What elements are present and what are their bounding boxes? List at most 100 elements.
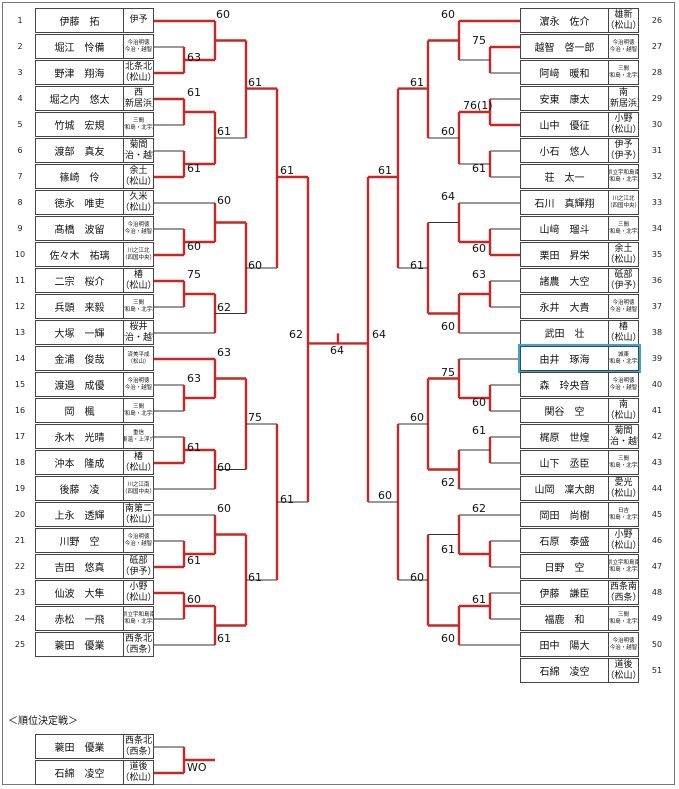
player-name: 岡 楓: [64, 407, 95, 418]
club-region: （松山）: [124, 176, 153, 187]
club-region: 今治・越智: [124, 46, 153, 53]
club-region: （松山）: [124, 280, 153, 291]
club-region: 宇和島・北宇和: [609, 618, 638, 625]
club-name: 川之江南: [127, 482, 150, 489]
draw-number: 31: [651, 146, 663, 155]
player-name: 堀之内 悠太: [49, 95, 110, 106]
club-region: 今治・越智: [124, 384, 153, 391]
match-score: 75: [441, 365, 455, 379]
club-region: （新居浜）: [124, 98, 153, 109]
club-region: 宇和島・北宇和: [609, 176, 638, 183]
club-region: 今治・越智: [609, 306, 638, 313]
draw-number: 16: [14, 406, 26, 415]
draw-number: 28: [651, 68, 663, 77]
draw-number: 39: [651, 354, 663, 363]
club-region: 今治・越智: [609, 46, 638, 53]
club-region: （四国中央）: [123, 254, 153, 261]
player-entry: 梶原 世煌菊間今治・越智: [520, 424, 639, 449]
player-name: 大塚 一輝: [54, 329, 105, 340]
match-score: 63: [472, 268, 486, 281]
draw-number: 43: [651, 458, 663, 467]
player-club: 余土（松山）: [608, 243, 638, 266]
club-region: 宇和島・北宇和: [609, 72, 638, 79]
placement-section-title: ＜順位決定戦＞: [8, 716, 78, 727]
player-club: 南（松山）: [608, 399, 638, 422]
draw-number: 15: [14, 380, 26, 389]
player-entry: 山下 丞臣三間宇和島・北宇和: [520, 450, 639, 475]
player-club: 南（新居浜）: [608, 87, 638, 110]
player-entry: 岡 楓 三間宇和島・北宇和: [35, 398, 154, 423]
draw-number: 44: [651, 484, 663, 493]
placement-result: WO: [187, 761, 207, 774]
draw-number: 35: [651, 250, 663, 259]
match-score: 61: [187, 162, 201, 175]
match-score: 60: [441, 632, 455, 645]
club-region: 今治・越智: [124, 332, 153, 343]
club-name: 愛光: [614, 478, 633, 489]
match-score: 60: [187, 593, 201, 606]
player-name: 野津 翔海: [54, 69, 105, 80]
club-name: 小野: [614, 114, 633, 125]
club-region: 東温・上浮穴: [123, 436, 153, 443]
player-club: 今治明徳今治・越智: [123, 217, 153, 240]
draw-number: 32: [651, 172, 663, 181]
player-club: 三間宇和島・北宇和: [608, 61, 638, 84]
draw-number: 42: [651, 432, 663, 441]
player-club: 椿（松山）: [608, 321, 638, 344]
player-club: 菊間今治・越智: [123, 139, 153, 162]
player-name: 石原 泰盛: [539, 537, 590, 548]
player-entry: 竹城 宏規三間宇和島・北宇和: [35, 112, 154, 137]
player-club: 桜井今治・越智: [123, 321, 153, 344]
player-club: 西（新居浜）: [123, 87, 153, 110]
club-region: 宇和島・北宇和: [124, 410, 153, 417]
player-entry: 赤松 一飛県立宇和島南宇和島・北宇和: [35, 606, 154, 631]
draw-number: 12: [14, 302, 26, 311]
player-club: 西条南（西条）: [608, 581, 638, 604]
club-name: 椿: [618, 322, 628, 333]
player-entry: 石川 真輝翔川之江北（四国中央）: [520, 190, 639, 215]
draw-number: 19: [14, 484, 26, 493]
club-name: 南第二: [124, 504, 152, 515]
player-club: 三間宇和島・北宇和: [123, 399, 153, 422]
draw-number: 24: [14, 614, 26, 623]
club-region: （松山）: [609, 332, 638, 343]
player-club: 県立宇和島南宇和島・北宇和: [123, 607, 153, 630]
player-entry: 荘 太一県立宇和島南宇和島・北宇和: [520, 164, 639, 189]
player-name: 竹城 宏規: [54, 121, 105, 132]
player-club: 今治明徳今治・越智: [608, 35, 638, 58]
club-name: 三間: [617, 612, 629, 619]
club-name: 砥部: [614, 270, 633, 281]
player-entry: 篠崎 伶余土（松山）: [35, 164, 154, 189]
club-region: （松山）: [609, 124, 638, 135]
draw-number: 29: [651, 94, 663, 103]
player-name: 石綿 凌空: [539, 667, 590, 678]
draw-number: 41: [651, 406, 663, 415]
club-name: 雄新: [614, 10, 633, 21]
match-score: 60: [472, 396, 486, 409]
player-name: 徳永 唯吏: [54, 199, 105, 210]
match-score: 60: [187, 240, 201, 253]
club-region: （四国中央）: [608, 202, 638, 209]
club-name: 久米: [129, 192, 148, 203]
player-club: 椿（松山）: [123, 269, 153, 292]
club-name: 今治明徳: [127, 40, 150, 47]
player-club: 小野（松山）: [608, 113, 638, 136]
club-name: 日吉: [617, 508, 629, 515]
player-name: 吉田 悠真: [54, 563, 105, 574]
draw-number: 36: [651, 276, 663, 285]
player-club: 今治明徳今治・越智: [123, 529, 153, 552]
club-region: （松山）: [127, 358, 150, 365]
draw-number: 49: [651, 614, 663, 623]
player-club: 今治明徳今治・越智: [608, 295, 638, 318]
player-entry: 川野 空今治明徳今治・越智: [35, 528, 154, 553]
player-name: 諸農 大空: [539, 277, 590, 288]
match-score: 61: [280, 164, 294, 177]
draw-number: 13: [14, 328, 26, 337]
player-club: 三間宇和島・北宇和: [608, 217, 638, 240]
club-region: （松山）: [609, 410, 638, 421]
